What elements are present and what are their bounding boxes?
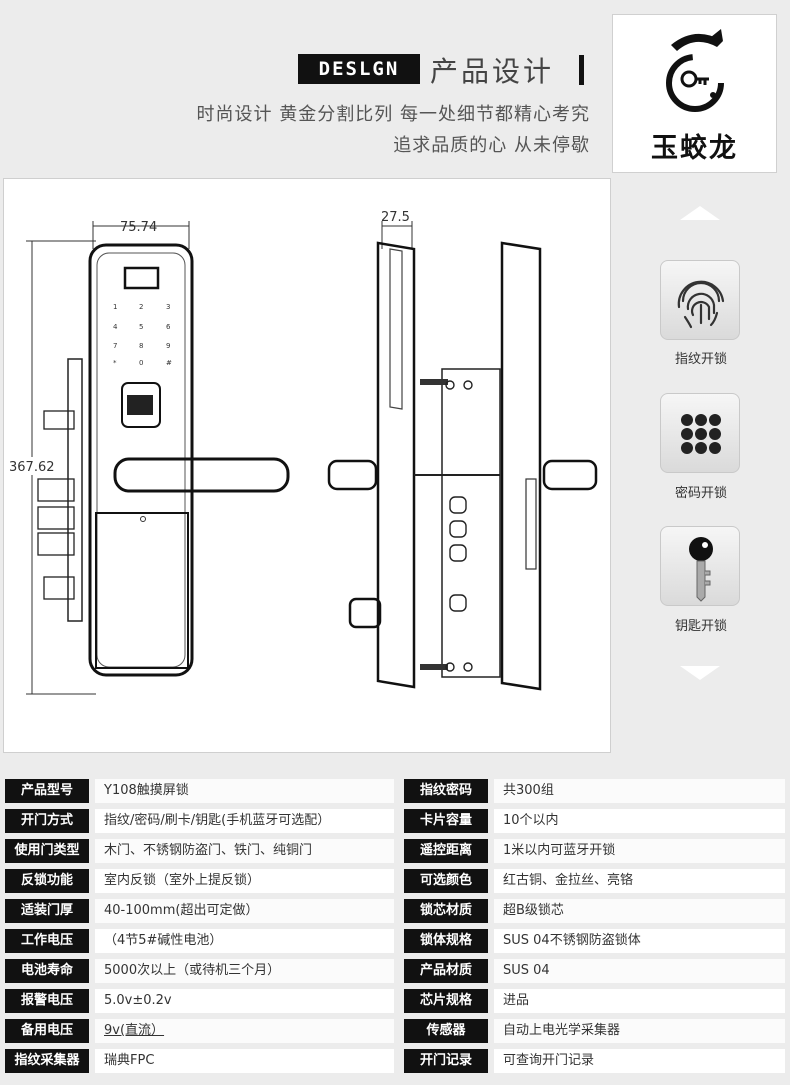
- svg-text:7: 7: [113, 342, 117, 350]
- height-dimension: 367.62: [9, 460, 55, 475]
- spec-label: 开门方式: [5, 809, 89, 833]
- svg-text:0: 0: [139, 359, 143, 367]
- svg-text:3: 3: [166, 303, 170, 311]
- spec-row: 电池寿命 5000次以上（或待机三个月） 产品材质 SUS 04: [0, 955, 790, 985]
- spec-value: 9v(直流）: [95, 1019, 394, 1043]
- lock-dimension-drawing: 75.74 367.62 1 2 3 4 5 6 7 8: [6, 210, 598, 695]
- spec-value: 5000次以上（或待机三个月）: [95, 959, 394, 983]
- spec-label: 备用电压: [5, 1019, 89, 1043]
- spec-row: 工作电压 （4节5#碱性电池） 锁体规格 SUS 04不锈钢防盗锁体: [0, 925, 790, 955]
- spec-value: 40-100mm(超出可定做）: [95, 899, 394, 923]
- svg-text:4: 4: [113, 323, 118, 331]
- spec-value: Y108触摸屏锁: [95, 779, 394, 803]
- spec-label: 适装门厚: [5, 899, 89, 923]
- dragon-key-logo-icon: [666, 29, 724, 112]
- spec-label: 使用门类型: [5, 839, 89, 863]
- depth-dimension: 27.5: [381, 210, 410, 225]
- svg-text:1: 1: [113, 303, 117, 311]
- scroll-up-arrow-icon[interactable]: [680, 206, 720, 220]
- spec-label: 产品材质: [404, 959, 488, 983]
- section-title: 产品设计: [430, 55, 555, 88]
- spec-label: 报警电压: [5, 989, 89, 1013]
- spec-value: 5.0v±0.2v: [95, 989, 394, 1013]
- feature-label-password: 密码开锁: [674, 486, 727, 501]
- spec-value: 自动上电光学采集器: [494, 1019, 785, 1043]
- brand-logo: 玉蛟龙: [612, 14, 777, 173]
- svg-text:6: 6: [166, 323, 171, 331]
- title-accent-bar: [579, 55, 584, 85]
- header: DESLGN 产品设计 时尚设计 黄金分割比列 每一处细节都精心考究 追求品质的…: [0, 0, 790, 175]
- svg-text:8: 8: [139, 342, 143, 350]
- spec-table: 产品型号 Y108触摸屏锁 指纹密码 共300组 开门方式 指纹/密码/刷卡/钥…: [0, 775, 790, 1075]
- spec-value: 1米以内可蓝牙开锁: [494, 839, 785, 863]
- spec-row: 反锁功能 室内反锁（室外上提反锁） 可选颜色 红古铜、金拉丝、亮铬: [0, 865, 790, 895]
- spec-label: 可选颜色: [404, 869, 488, 893]
- spec-label: 开门记录: [404, 1049, 488, 1073]
- spec-label: 工作电压: [5, 929, 89, 953]
- keypad-digits: 1 2 3 4 5 6 7 8 9 * 0 #: [113, 303, 172, 367]
- svg-text:*: *: [113, 359, 117, 367]
- slogan-line-1: 时尚设计 黄金分割比列 每一处细节都精心考究: [196, 104, 590, 125]
- feature-label-key: 钥匙开锁: [674, 619, 727, 634]
- spec-value: 可查询开门记录: [494, 1049, 785, 1073]
- spec-row: 使用门类型 木门、不锈钢防盗门、铁门、纯铜门 遥控距离 1米以内可蓝牙开锁: [0, 835, 790, 865]
- spec-value: 指纹/密码/刷卡/钥匙(手机蓝牙可选配）: [95, 809, 394, 833]
- spec-label: 反锁功能: [5, 869, 89, 893]
- spec-row: 报警电压 5.0v±0.2v 芯片规格 进品: [0, 985, 790, 1015]
- spec-value: 木门、不锈钢防盗门、铁门、纯铜门: [95, 839, 394, 863]
- spec-label: 指纹采集器: [5, 1049, 89, 1073]
- spec-label: 锁体规格: [404, 929, 488, 953]
- design-badge: DESLGN: [298, 54, 420, 84]
- svg-text:#: #: [166, 359, 172, 367]
- spec-label: 电池寿命: [5, 959, 89, 983]
- spec-row: 指纹采集器 瑞典FPC 开门记录 可查询开门记录: [0, 1045, 790, 1075]
- spec-label: 卡片容量: [404, 809, 488, 833]
- width-dimension: 75.74: [120, 220, 157, 235]
- spec-value: 超B级锁芯: [494, 899, 785, 923]
- svg-text:5: 5: [139, 323, 143, 331]
- spec-value: （4节5#碱性电池）: [95, 929, 394, 953]
- spec-value: 进品: [494, 989, 785, 1013]
- slogan-line-2: 追求品质的心 从未停歇: [393, 135, 590, 156]
- spec-value: SUS 04: [494, 959, 785, 983]
- spec-label: 锁芯材质: [404, 899, 488, 923]
- spec-value: 室内反锁（室外上提反锁）: [95, 869, 394, 893]
- spec-value: SUS 04不锈钢防盗锁体: [494, 929, 785, 953]
- fingerprint-icon: [660, 260, 740, 340]
- spec-row: 备用电压 9v(直流） 传感器 自动上电光学采集器: [0, 1015, 790, 1045]
- spec-row: 适装门厚 40-100mm(超出可定做） 锁芯材质 超B级锁芯: [0, 895, 790, 925]
- spec-value: 红古铜、金拉丝、亮铬: [494, 869, 785, 893]
- spec-label: 传感器: [404, 1019, 488, 1043]
- keypad-icon: [660, 393, 740, 473]
- svg-text:2: 2: [139, 303, 143, 311]
- technical-drawing: 75.74 367.62 1 2 3 4 5 6 7 8: [3, 178, 611, 753]
- spec-value: 10个以内: [494, 809, 785, 833]
- spec-label: 遥控距离: [404, 839, 488, 863]
- scroll-down-arrow-icon[interactable]: [680, 666, 720, 680]
- brand-name: 玉蛟龙: [651, 133, 738, 164]
- spec-row: 开门方式 指纹/密码/刷卡/钥匙(手机蓝牙可选配） 卡片容量 10个以内: [0, 805, 790, 835]
- feature-label-fingerprint: 指纹开锁: [674, 352, 727, 367]
- spec-label: 产品型号: [5, 779, 89, 803]
- spec-label: 芯片规格: [404, 989, 488, 1013]
- spec-value: 瑞典FPC: [95, 1049, 394, 1073]
- spec-row: 产品型号 Y108触摸屏锁 指纹密码 共300组: [0, 775, 790, 805]
- spec-value: 共300组: [494, 779, 785, 803]
- feature-panel: 指纹开锁 密码开锁 钥匙开锁: [612, 178, 790, 753]
- spec-label: 指纹密码: [404, 779, 488, 803]
- svg-text:9: 9: [166, 342, 170, 350]
- key-icon: [660, 526, 740, 606]
